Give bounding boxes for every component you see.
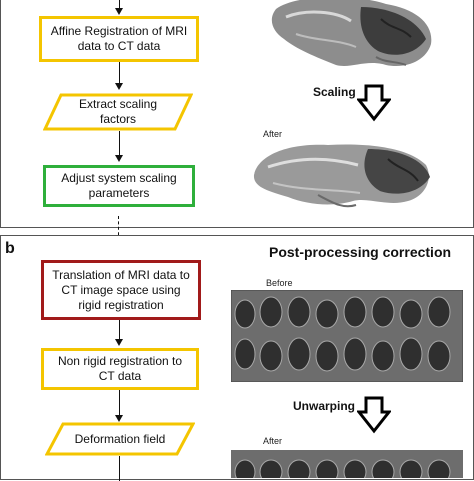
scaling-down-arrow-icon: [357, 84, 391, 122]
flow-arrow-4-head: [115, 415, 123, 422]
extract-scaling-box: Extract scaling factors: [43, 93, 193, 131]
unwarping-down-arrow-icon: [357, 396, 391, 434]
flow-arrow-4: [119, 390, 120, 416]
flow-arrow-3: [119, 320, 120, 340]
flow-arrow-1-head: [115, 83, 123, 90]
flow-arrow-3-head: [115, 339, 123, 346]
flow-arrow-top-head: [115, 8, 123, 15]
translation-box: Translation of MRI data to CT image spac…: [41, 260, 201, 320]
dashed-connector: [118, 216, 119, 246]
nonrigid-box: Non rigid registration to CT data: [41, 348, 199, 390]
adjust-scaling-box: Adjust system scaling parameters: [43, 165, 195, 207]
parallelogram-shape-2: [45, 422, 195, 456]
before-label: Before: [266, 278, 293, 288]
panel-a: Affine Registration of MRI data to CT da…: [0, 0, 474, 228]
after-label-b: After: [263, 436, 283, 446]
deformation-text: Deformation field: [74, 431, 166, 446]
panel-b-letter: b: [5, 240, 15, 257]
unwarping-label: Unwarping: [293, 399, 355, 413]
flow-arrow-5: [119, 456, 120, 481]
brain-section-before-image: [271, 0, 432, 66]
panel-b: b Post-processing correction Translation…: [0, 235, 474, 481]
parallelogram-shape: [43, 93, 193, 131]
scaling-label: Scaling: [313, 85, 356, 99]
deformation-box: Deformation field: [45, 422, 195, 456]
nonrigid-text: Non rigid registration to CT data: [57, 354, 183, 383]
affine-registration-text: Affine Registration of MRI data to CT da…: [50, 24, 188, 53]
brain-section-after-image: [253, 144, 430, 208]
panel-b-title: Post-processing correction: [269, 244, 452, 260]
affine-registration-box: Affine Registration of MRI data to CT da…: [39, 16, 199, 62]
flow-arrow-top: [119, 0, 120, 9]
after-label-a: After: [263, 129, 283, 139]
flow-arrow-2-head: [115, 155, 123, 162]
flow-arrow-1: [119, 62, 120, 84]
brain-slices-before-image: [231, 290, 463, 382]
adjust-scaling-text: Adjust system scaling parameters: [61, 171, 177, 200]
extract-scaling-text: Extract scaling factors: [78, 97, 158, 126]
flow-arrow-2: [119, 131, 120, 156]
translation-text: Translation of MRI data to CT image spac…: [52, 267, 190, 312]
